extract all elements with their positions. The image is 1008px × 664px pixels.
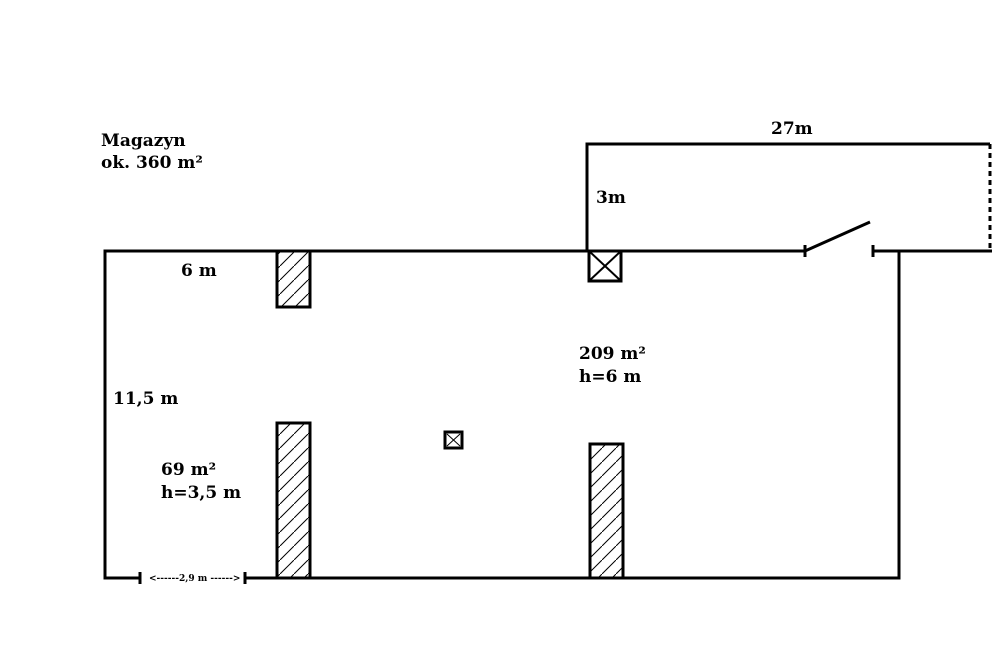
dim-top-height: 3m [596,188,626,208]
outer-walls [103,249,901,580]
door [803,220,875,257]
dim-door-gap: <------2,9 m ------> [149,574,240,584]
bottom-opening [138,572,247,584]
door-leaf [804,220,871,253]
title-line1: Magazyn [101,131,186,151]
left-top-wall [103,249,805,580]
annex-top-wall [585,142,990,251]
dim-top-width: 27m [771,119,813,139]
crossed-column [587,249,623,283]
title-line2: ok. 360 m² [101,153,203,173]
small-crossed-box [443,430,464,450]
side-area: 69 m² [161,460,216,480]
annex-walls [585,142,992,253]
dim-left-width: 6 m [181,261,217,281]
main-height: h=6 m [579,367,641,387]
main-area: 209 m² [579,344,646,364]
right-bottom-wall [245,249,901,580]
side-height: h=3,5 m [161,483,241,503]
pillar-bottom-left [275,421,312,580]
pillar-bottom-center [588,442,625,580]
dim-left-height: 11,5 m [113,389,178,409]
pillar-top-left [275,249,312,309]
